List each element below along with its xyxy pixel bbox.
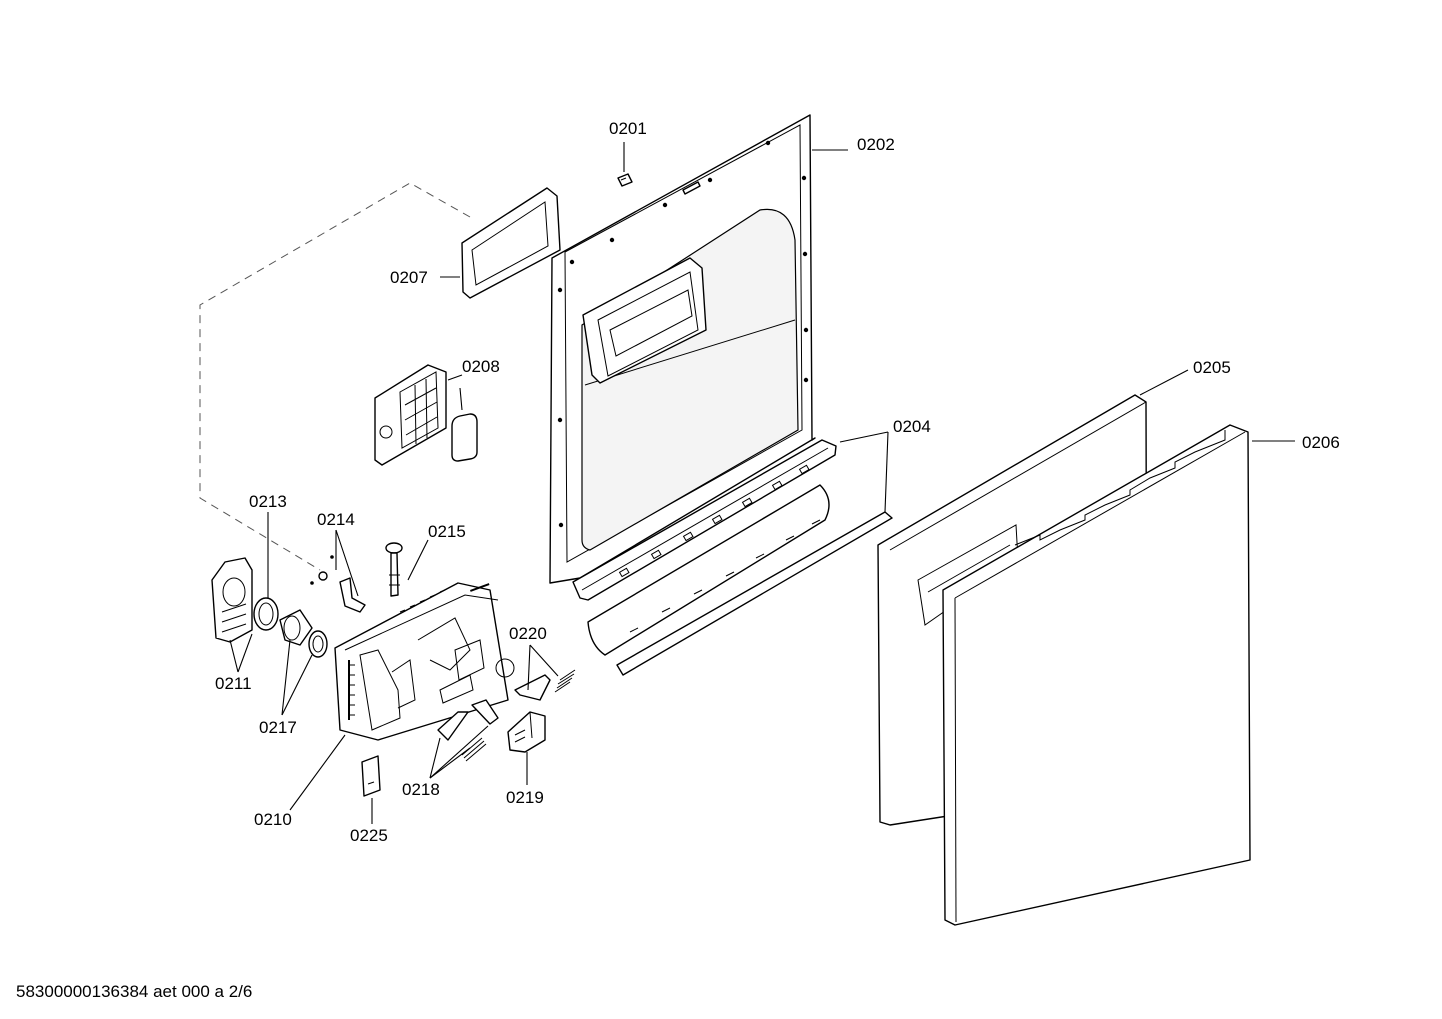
label-0211: 0211 xyxy=(215,674,252,693)
leader-lines xyxy=(229,142,1295,824)
part-0202-inner-door xyxy=(549,114,816,584)
label-0208: 0208 xyxy=(462,357,500,376)
part-0213-ring xyxy=(253,597,279,631)
label-0214: 0214 xyxy=(317,510,355,529)
label-0213: 0213 xyxy=(249,492,287,511)
part-0218-spring-clip xyxy=(437,699,499,762)
assembly-guide-dashed-line xyxy=(199,182,471,571)
part-0225-plate xyxy=(361,755,381,797)
part-0207-gasket-frame xyxy=(461,187,561,299)
label-0201: 0201 xyxy=(609,119,647,138)
label-0225: 0225 xyxy=(350,826,388,845)
part-0219-microswitch xyxy=(507,711,546,753)
label-0220: 0220 xyxy=(509,624,547,643)
part-0208-filter-pad xyxy=(451,413,478,462)
label-0206: 0206 xyxy=(1302,433,1340,452)
part-0220-latch xyxy=(495,658,576,701)
part-0204-hinge-strip-upper xyxy=(572,439,837,601)
label-0210: 0210 xyxy=(254,810,292,829)
part-0215-pin xyxy=(385,542,403,597)
part-0211-handle-cover xyxy=(211,557,253,643)
label-0202: 0202 xyxy=(857,135,895,154)
part-0208-filter-cover xyxy=(374,364,447,466)
part-0201-screw xyxy=(617,173,633,187)
part-0206-outer-door-panel xyxy=(942,424,1251,926)
label-0218: 0218 xyxy=(402,780,440,799)
part-0210-dispenser-housing xyxy=(334,582,509,741)
label-0204: 0204 xyxy=(893,417,931,436)
label-0207: 0207 xyxy=(390,268,428,287)
label-0219: 0219 xyxy=(506,788,544,807)
label-0205: 0205 xyxy=(1193,358,1231,377)
document-code: 58300000136384 aet 000 a 2/6 xyxy=(16,982,252,1001)
part-0214-lever xyxy=(310,555,366,613)
part-0204-hinge-strip-lower xyxy=(587,484,893,676)
label-0217: 0217 xyxy=(259,718,297,737)
part-0217-bushing xyxy=(279,609,328,658)
label-0215: 0215 xyxy=(428,522,466,541)
